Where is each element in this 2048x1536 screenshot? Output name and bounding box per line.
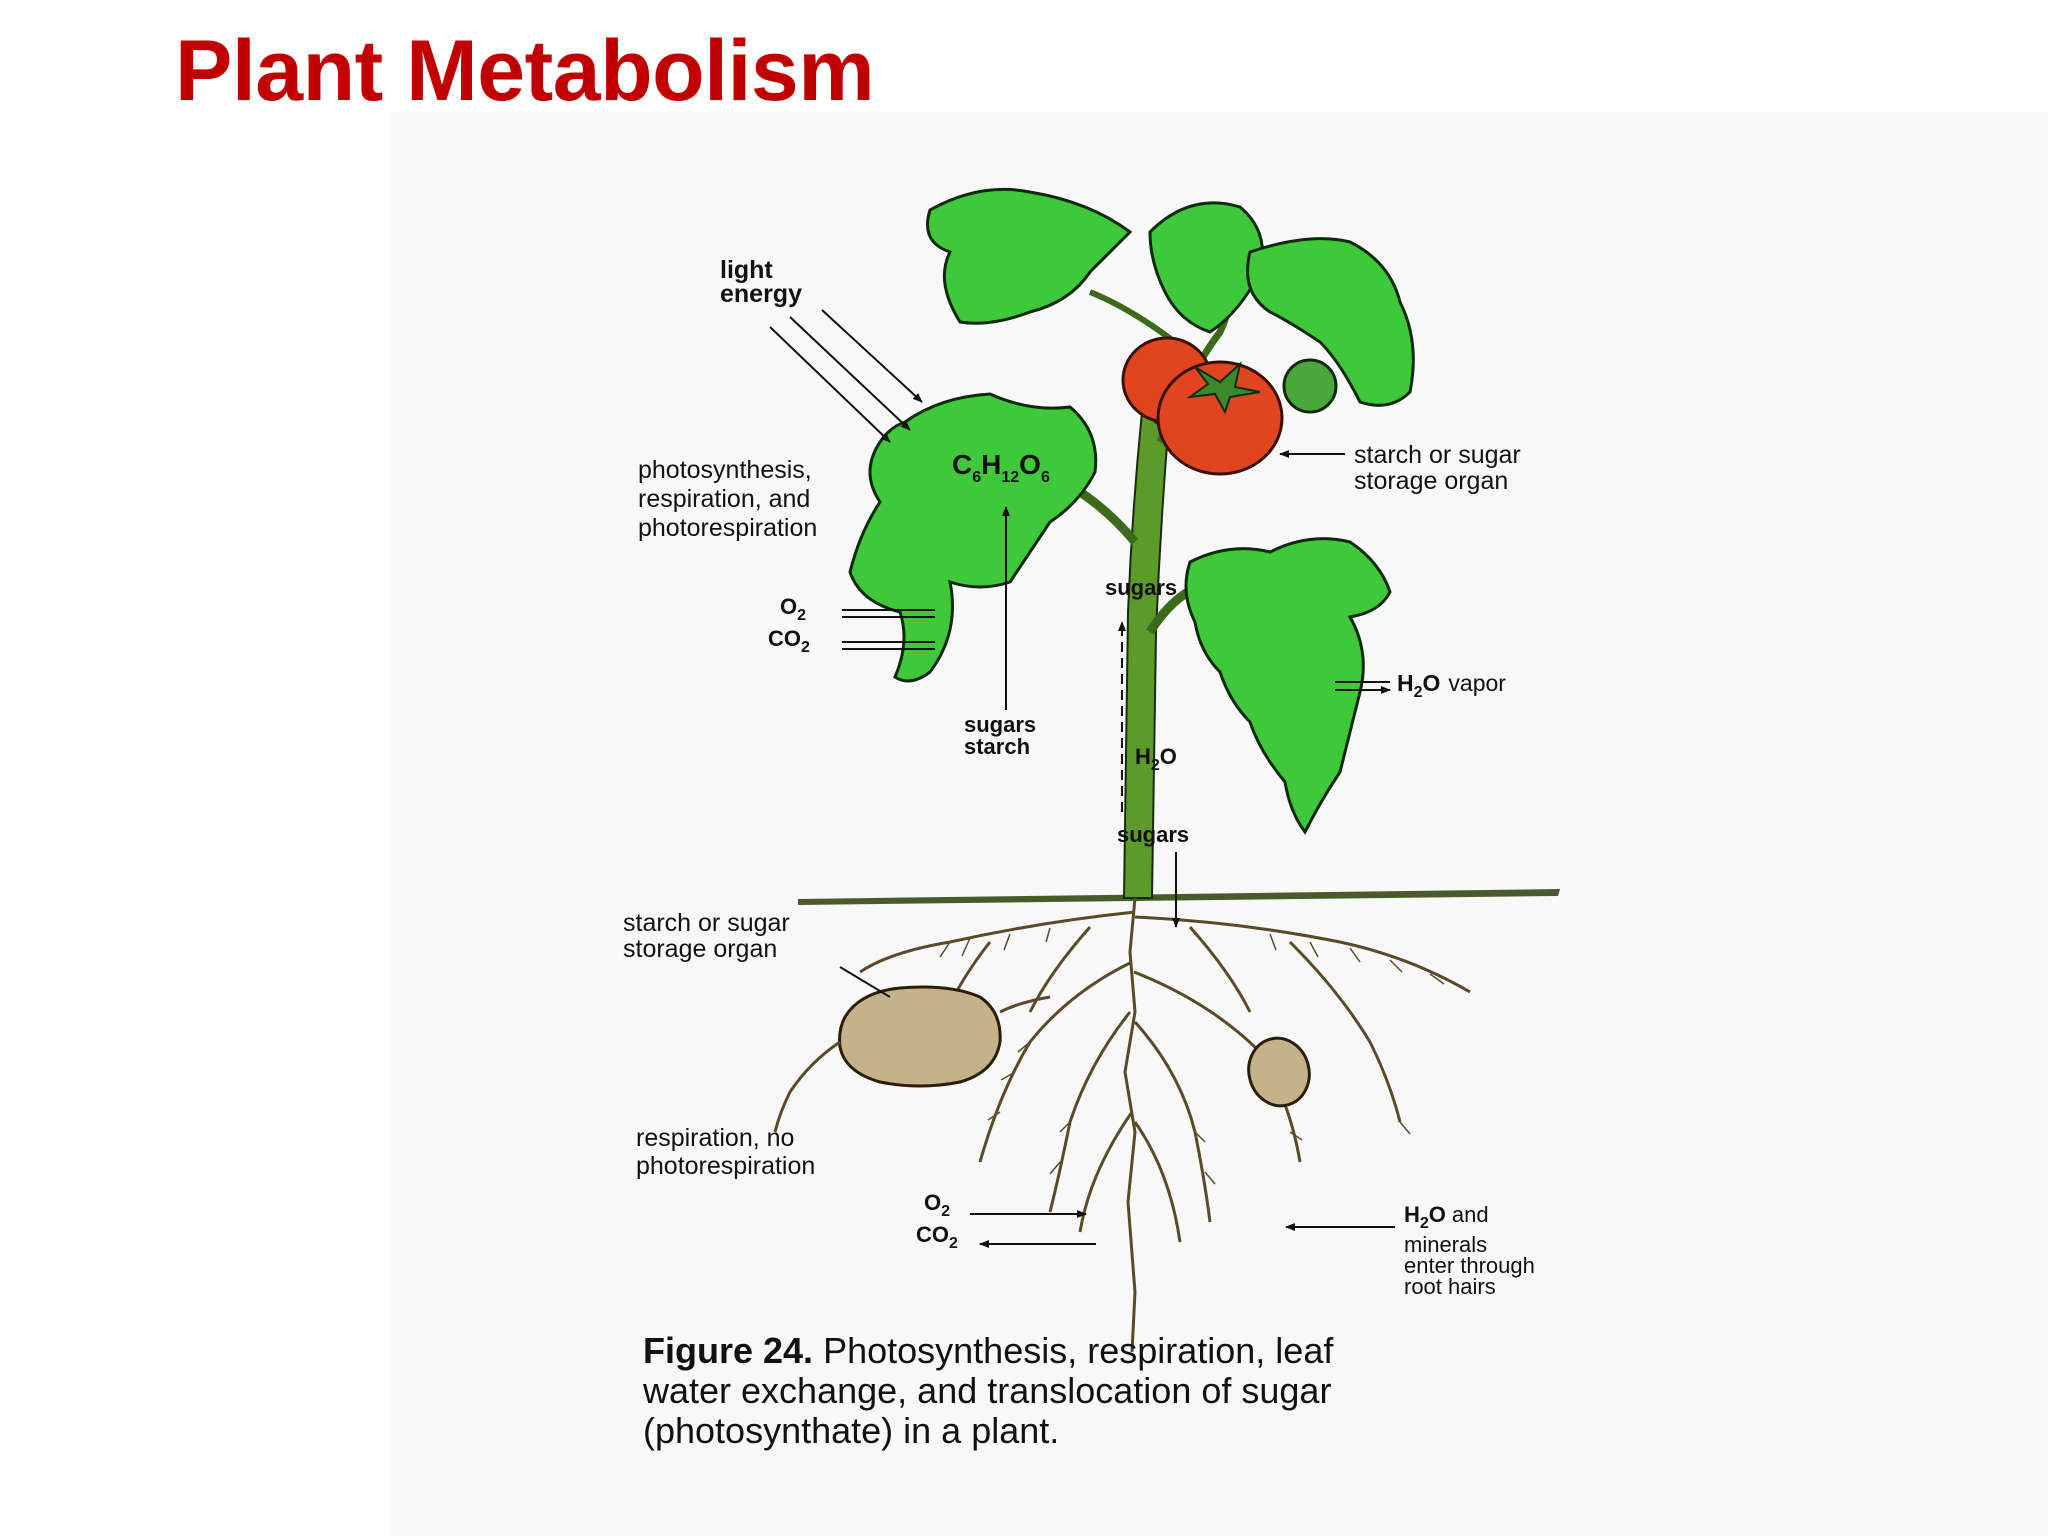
stem-sugars-bottom-label: sugars [1117,822,1189,847]
plant-illustration [773,187,1560,1353]
tuber-small [1247,1036,1311,1108]
tomato-calyx [1186,361,1261,415]
tomato-front [1156,360,1284,476]
left-leaf [848,392,1098,683]
stem [1122,410,1170,899]
branch-left [1077,488,1139,545]
stem-water-label: H2O [1135,744,1177,774]
right-leaf [1184,537,1392,835]
fruit-storage-label: starch or sugar storage organ [1354,441,1528,495]
root-hairs [919,927,1445,1185]
tuber-stolon [773,1040,841,1133]
light-energy-label: light energy [720,256,802,308]
labels: light energy photosynthesis, respiration… [623,256,1541,1299]
figure-caption: Figure 24. Photosynthesis, respiration, … [643,1331,1543,1451]
slide-title: Plant Metabolism [175,23,875,119]
top-right-leaf [1246,237,1415,407]
caption-line-2: water exchange, and translocation of sug… [643,1370,1332,1411]
root-o2-label: O2 [924,1190,950,1220]
soil-line [798,889,1560,905]
plant-metabolism-diagram: light energy photosynthesis, respiration… [623,187,1560,1353]
leaf-processes-label: photosynthesis, respiration, and photore… [638,456,819,542]
light-arrow-1 [769,326,891,443]
leaf-co2-label: CO2 [768,626,810,656]
stem-sugars-top-label: sugars [1105,575,1177,600]
top-left-leaf [926,187,1133,325]
tuber-large [838,985,1002,1088]
leaf-o2-arrow [842,609,935,618]
root-system [859,897,1471,1353]
leaf-stores-label: sugars starch [964,712,1042,759]
root-processes-label: respiration, no photorespiration [636,1124,815,1180]
caption-line-3: (photosynthate) in a plant. [643,1410,1060,1451]
caption-line-1: Photosynthesis, respiration, leaf [813,1330,1334,1371]
tuber-storage-label: starch or sugar storage organ [623,909,797,963]
light-arrow-3 [821,309,923,403]
tuber-pointer [839,966,891,998]
glucose-formula: C6H12O6 [952,449,1050,486]
arrows [769,309,1395,1248]
green-fruit [1282,358,1338,414]
light-arrow-2 [789,316,911,431]
root-co2-label: CO2 [916,1222,958,1252]
tuber-stolon-right [999,995,1051,1014]
top-center-leaf [1148,201,1264,334]
leaf-co2-arrow [842,641,935,650]
caption-figure-number: Figure 24. [643,1330,814,1371]
leaf-o2-label: O2 [780,594,806,624]
figure-panel: light energy photosynthesis, respiration… [390,112,2048,1536]
vapor-arrow [1335,682,1390,690]
